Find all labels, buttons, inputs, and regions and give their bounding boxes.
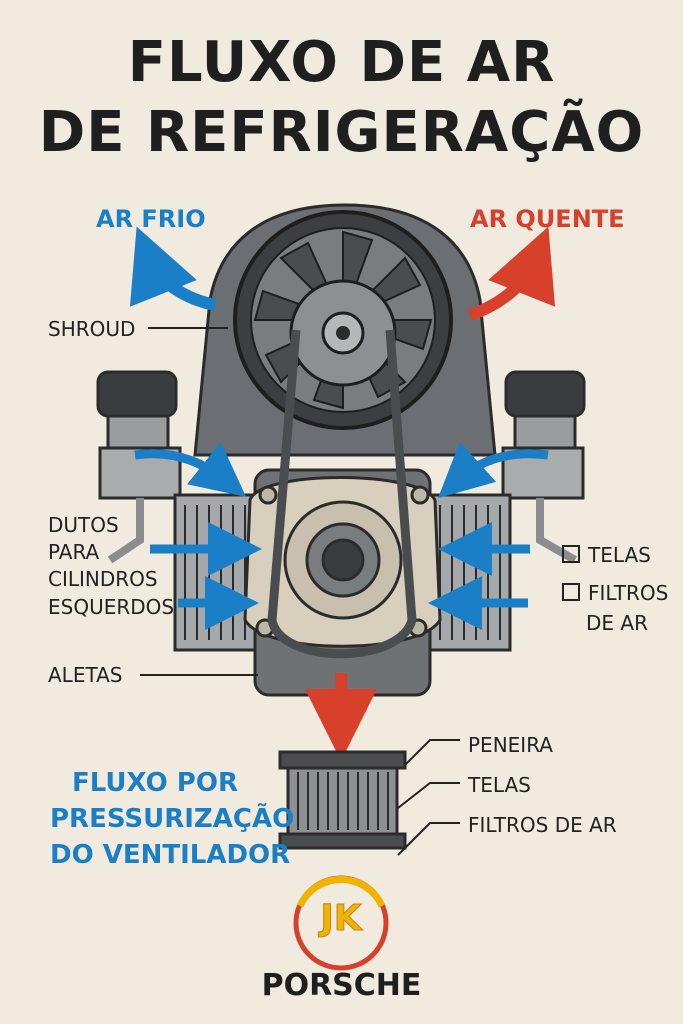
hot-air-arrow <box>467 226 556 321</box>
ducts-label-line-4: ESQUERDOS <box>48 595 175 619</box>
intake-arrow-right <box>438 441 549 499</box>
title-line-1: FLUXO DE AR <box>127 30 556 95</box>
shroud-label: SHROUD <box>48 317 136 341</box>
ducts-label-line-3: CILINDROS <box>48 567 158 591</box>
leader-lines <box>140 327 460 856</box>
brand-name: PORSCHE <box>261 968 422 1003</box>
engine-block <box>243 468 442 697</box>
filters-label-line-1: FILTROS <box>588 581 669 605</box>
cooling-fan-icon <box>233 210 453 430</box>
title-line-2: DE REFRIGERAÇÃO <box>38 100 645 165</box>
brand-logo-text: JK <box>320 898 362 940</box>
pressure-label-line-3: DO VENTILADOR <box>50 840 291 870</box>
screens-label: TELAS <box>588 543 651 567</box>
intake-arrow-left <box>134 442 247 497</box>
pressure-label-line-1: FLUXO POR <box>72 768 238 798</box>
fan-belt <box>267 329 417 659</box>
hot-air-label: AR QUENTE <box>470 205 625 233</box>
pressure-label-line-2: PRESSURIZAÇÃO <box>50 804 295 834</box>
screens-checkbox-item: TELAS <box>562 542 651 568</box>
cold-air-arrow <box>129 226 217 311</box>
right-air-intake <box>501 370 586 564</box>
filters-checkbox-item: FILTROS <box>562 580 668 606</box>
checkbox-icon <box>562 583 580 601</box>
air-filter-element <box>278 750 407 850</box>
filter-part-filters-label: FILTROS DE AR <box>468 813 617 837</box>
filters-label-line-2: DE AR <box>586 611 648 635</box>
fins-label: ALETAS <box>48 663 123 687</box>
ducts-label-line-1: DUTOS <box>48 513 119 537</box>
checkbox-icon <box>562 545 580 563</box>
jk-logo-icon <box>293 875 389 971</box>
cold-air-label: AR FRIO <box>96 205 206 233</box>
filter-part-sieve-label: PENEIRA <box>468 733 553 757</box>
ducts-label-line-2: PARA <box>48 540 100 564</box>
filter-part-screens-label: TELAS <box>468 773 531 797</box>
